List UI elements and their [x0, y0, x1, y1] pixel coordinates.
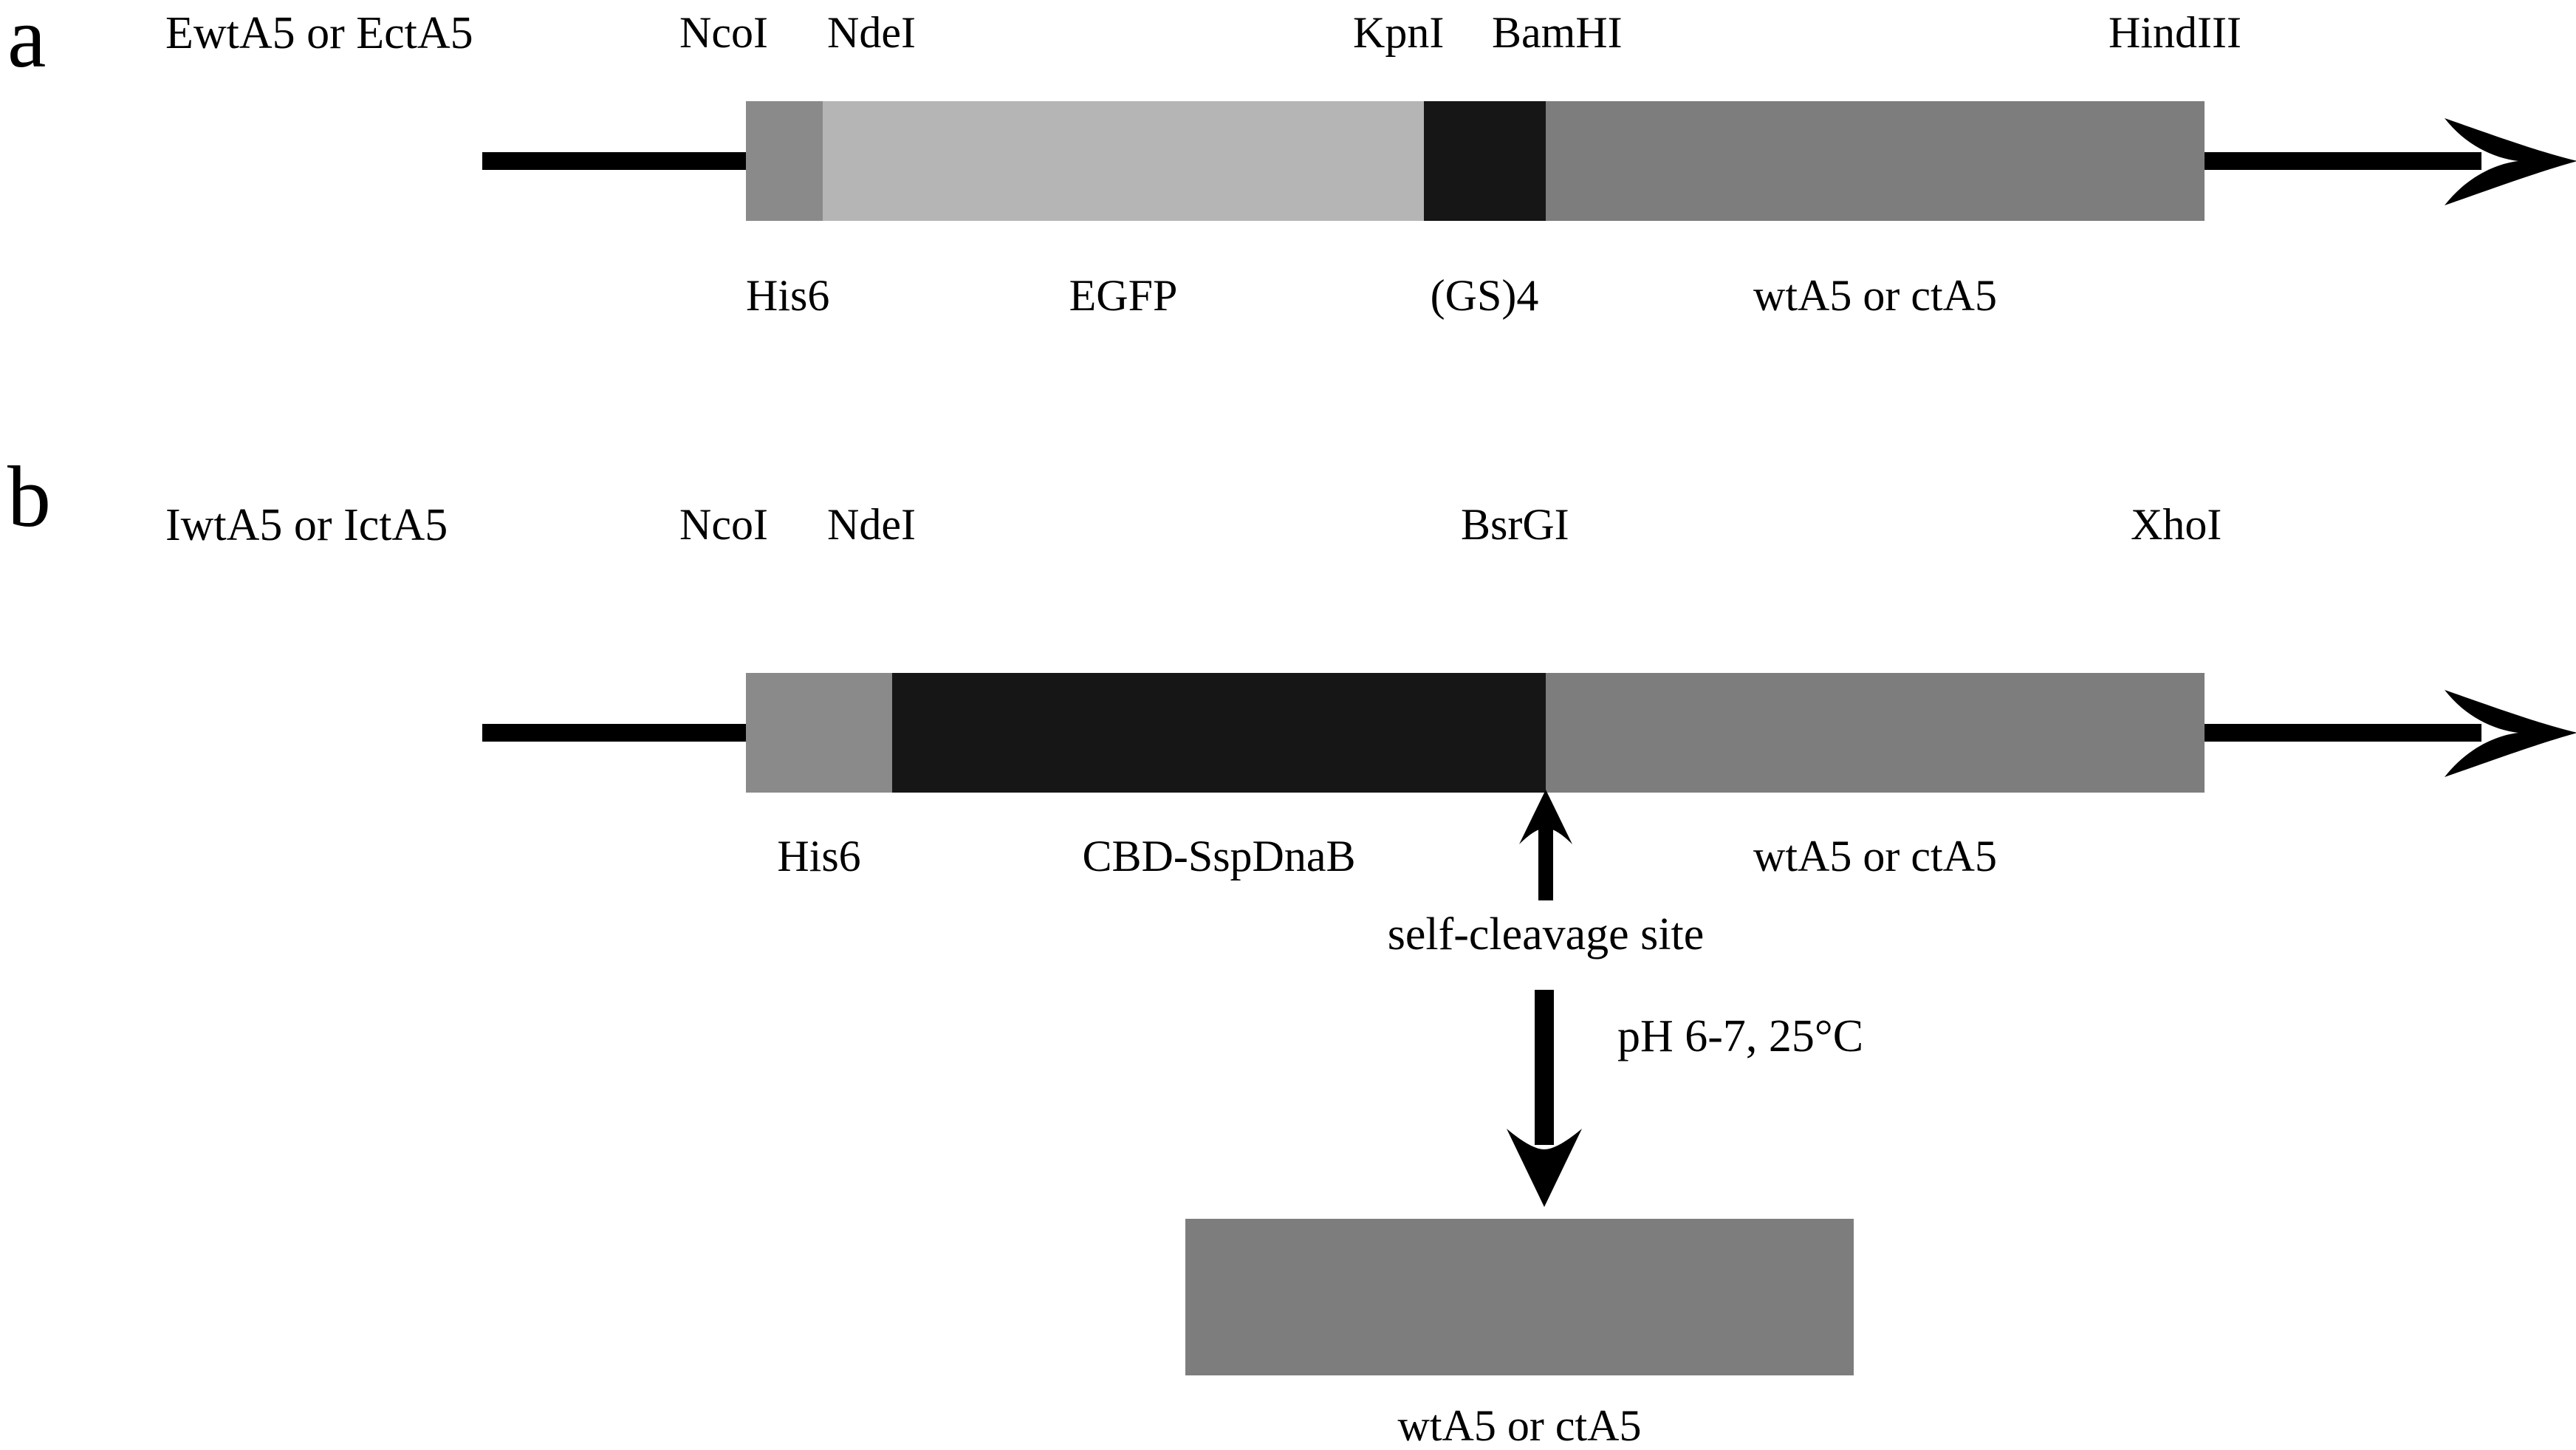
panel-b-site-xhoi: XhoI [2131, 500, 2222, 549]
panel-b-reaction-condition: pH 6-7, 25°C [1617, 1011, 1864, 1061]
panel-b-construct-bar [746, 673, 2205, 793]
panel-b-segment-cbd-sspdnab [892, 673, 1546, 793]
panel-b-site-ndei: NdeI [827, 500, 916, 549]
panel-a-segment-gs4-linker [1424, 101, 1546, 221]
panel-a-label-his6: His6 [746, 271, 830, 320]
panel-b-label-his6: His6 [777, 832, 861, 880]
down-arrow-icon [1507, 990, 1582, 1207]
figure-canvas: a EwtA5 or EctA5 NcoI NdeI KpnI BamHI Hi… [7, 0, 2576, 1448]
panel-b-label-a5: wtA5 or ctA5 [1753, 832, 1997, 880]
panel-b-segment-his6 [746, 673, 892, 793]
panel-b-product-bar [1185, 1219, 1854, 1375]
panel-a-site-kpni: KpnI [1353, 8, 1445, 57]
panel-a-backbone-right [2197, 152, 2481, 170]
right-arrow-icon [2445, 118, 2576, 205]
panel-a-segment-egfp [823, 101, 1424, 221]
panel-a-construct-bar [746, 101, 2205, 221]
panel-a-site-bamhi: BamHI [1492, 8, 1623, 57]
panel-a-site-ncoi: NcoI [679, 8, 768, 57]
right-arrow-icon [2445, 690, 2576, 777]
panel-b-letter: b [7, 448, 51, 545]
panel-b-site-bsrgi: BsrGI [1461, 500, 1569, 549]
panel-a-label-egfp: EGFP [1069, 271, 1178, 320]
panel-a-construct-title: EwtA5 or EctA5 [165, 8, 473, 58]
panel-a-site-ndei: NdeI [827, 8, 916, 57]
panel-b-site-ncoi: NcoI [679, 500, 768, 549]
panel-b-backbone-right [2197, 724, 2481, 742]
panel-a-label-a5: wtA5 or ctA5 [1753, 271, 1997, 320]
panel-a-site-hindiii: HindIII [2109, 8, 2241, 57]
panel-a-backbone-left [482, 152, 748, 170]
panel-a-segment-a5 [1546, 101, 2205, 221]
panel-a-letter: a [7, 0, 47, 86]
panel-b-label-cbd: CBD-SspDnaB [1082, 832, 1356, 880]
panel-a-segment-his6 [746, 101, 823, 221]
panel-b-construct-title: IwtA5 or IctA5 [165, 500, 448, 550]
panel-b-backbone-left [482, 724, 748, 742]
panel-b-self-cleavage-label: self-cleavage site [1387, 909, 1705, 960]
panel-b-product-label: wtA5 or ctA5 [1397, 1401, 1642, 1450]
panel-b-segment-a5 [1546, 673, 2205, 793]
up-arrow-icon [1519, 790, 1572, 900]
panel-a-label-gs4: (GS)4 [1430, 271, 1539, 320]
